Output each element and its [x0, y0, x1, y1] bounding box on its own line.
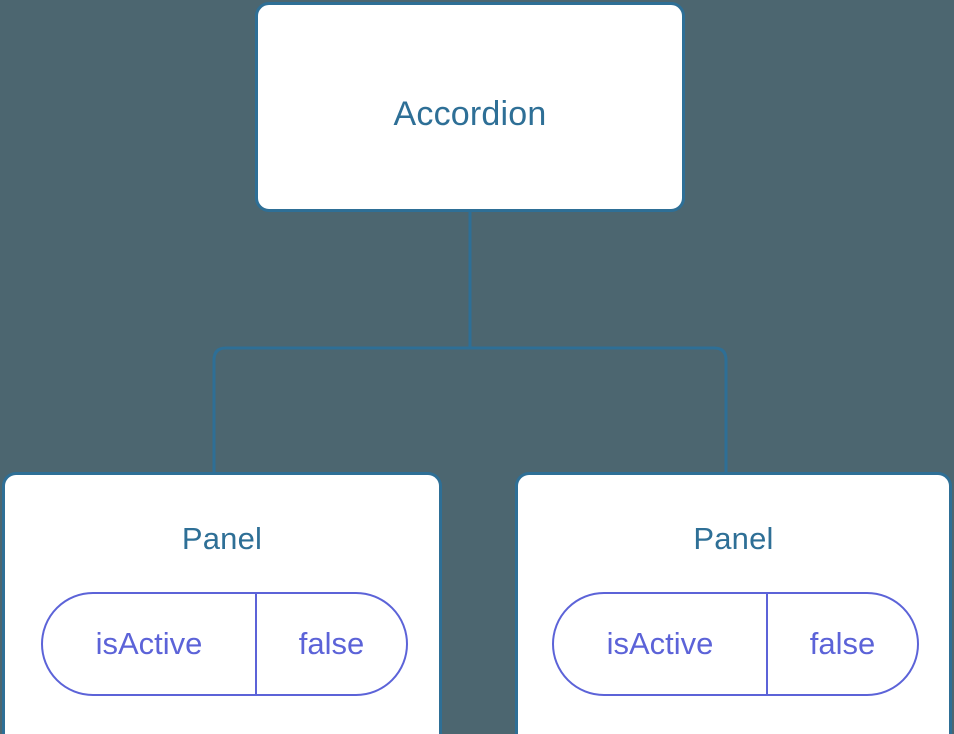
- node-panel-0[interactable]: Panel isActive false: [2, 472, 442, 734]
- connector-branch-left: [212, 346, 470, 478]
- connector-branch-right: [470, 346, 728, 478]
- state-pill-1-key: isActive: [554, 594, 768, 694]
- node-accordion-label: Accordion: [393, 95, 547, 133]
- state-pill-1-value: false: [809, 626, 876, 661]
- node-panel-0-label: Panel: [181, 521, 263, 556]
- node-panel-1[interactable]: Panel isActive false: [515, 472, 952, 734]
- state-pill-0-key: isActive: [43, 594, 257, 694]
- state-pill-0[interactable]: isActive false: [41, 592, 408, 696]
- state-pill-1[interactable]: isActive false: [552, 592, 919, 696]
- node-accordion[interactable]: Accordion: [255, 2, 685, 212]
- state-pill-0-value: false: [298, 626, 365, 661]
- node-panel-1-label: Panel: [693, 521, 774, 556]
